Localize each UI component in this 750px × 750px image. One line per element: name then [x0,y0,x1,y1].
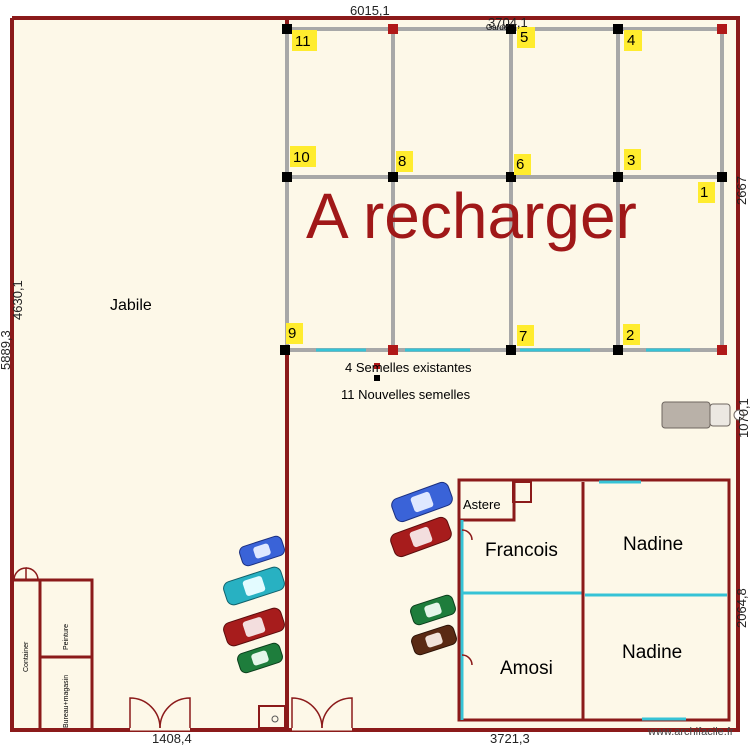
footing-2 [613,345,623,355]
footing-8 [388,172,398,182]
double-door-left [129,697,191,731]
svg-text:8: 8 [398,153,406,170]
green-car [410,594,456,626]
svg-text:2: 2 [626,327,634,344]
legend-new-marker [374,375,380,381]
footing-existing [388,345,398,355]
blue-car [391,481,453,523]
recharge-zone-label: A recharger [306,180,637,252]
footing-3 [613,172,623,182]
footing-tag-8: 8 [396,151,413,172]
room-bureau: Bureau+magasin [63,675,70,728]
footing-existing [388,24,398,34]
room-container: Container [23,641,30,672]
offices-block: Astere Francois Nadine Amosi Nadine [457,478,731,722]
svg-text:7: 7 [519,328,527,345]
footing-tag-2: 2 [623,324,640,345]
footing-7 [506,345,516,355]
svg-text:1: 1 [700,184,708,201]
dim-right-bottom: 2064,8 [734,588,749,628]
small-box [258,705,286,729]
footing-tag-4: 4 [624,30,642,51]
beam-grid [285,27,724,352]
svg-text:6: 6 [516,156,524,173]
legend-existing-marker [374,363,380,369]
footing-10 [282,172,292,182]
footing-tag-10: 10 [290,146,316,167]
svg-text:9: 9 [288,325,296,342]
dim-bottom-left: 1408,4 [152,731,192,746]
room-astere: Astere [463,497,501,512]
vehicles [223,401,745,674]
room-francois: Francois [485,540,558,561]
dim-right-middle: 1070,1 [736,398,750,438]
outer-wall [10,16,740,732]
footing-existing [717,24,727,34]
dim-right-top: 2667 [734,176,749,205]
footings [280,24,727,381]
svg-text:11: 11 [295,33,311,50]
room-peinture: Peinture [63,624,70,650]
footing-5 [506,24,516,34]
svg-text:4: 4 [627,32,635,49]
room-amosi: Amosi [500,658,553,679]
dim-bottom-right: 3721,3 [490,731,530,746]
small-label: Garde [486,23,509,32]
green-car [237,642,283,674]
svg-text:10: 10 [293,149,310,166]
dim-top-right: 3704,1 [488,15,528,30]
footing-tag-5: 5 [517,27,535,48]
svg-text:5: 5 [520,29,528,46]
footing-tags: 11 5 4 10 8 6 3 1 9 7 2 [286,27,715,346]
red-car [390,516,452,558]
left-rooms: Container Peinture Bureau+magasin [12,567,94,730]
footing-4 [613,24,623,34]
red-car [223,607,285,647]
room-nadine-bottom: Nadine [622,642,682,663]
footing-tag-11: 11 [292,30,317,51]
footing-6 [506,172,516,182]
footing-existing [717,345,727,355]
dimensions: 6015,1 3704,1 5889,3 4630,1 2667 1070,1 … [0,3,750,746]
legend-new: 11 Nouvelles semelles [341,387,471,402]
watermark: www.archifacile.fr [647,726,734,738]
svg-text:3: 3 [627,152,635,169]
dim-left-outer: 5889,3 [0,330,13,370]
grey-truck [661,401,745,429]
footing-tag-1: 1 [698,182,715,203]
footing-9 [280,345,290,355]
footing-tag-7: 7 [517,325,534,346]
room-nadine-top: Nadine [623,534,683,555]
legend-existing: 4 Semelles existantes [345,360,472,375]
teal-car [223,566,285,606]
double-door-right [291,697,353,731]
room-jabile: Jabile [110,297,152,314]
footing-tag-3: 3 [624,149,641,170]
brown-car [411,624,457,656]
footing-11 [282,24,292,34]
dim-left-inner: 4630,1 [10,280,25,320]
footing-tag-9: 9 [286,323,303,344]
blue-car [239,535,285,567]
footing-tag-6: 6 [514,154,531,175]
dim-top-total: 6015,1 [350,3,390,18]
footing-1 [717,172,727,182]
